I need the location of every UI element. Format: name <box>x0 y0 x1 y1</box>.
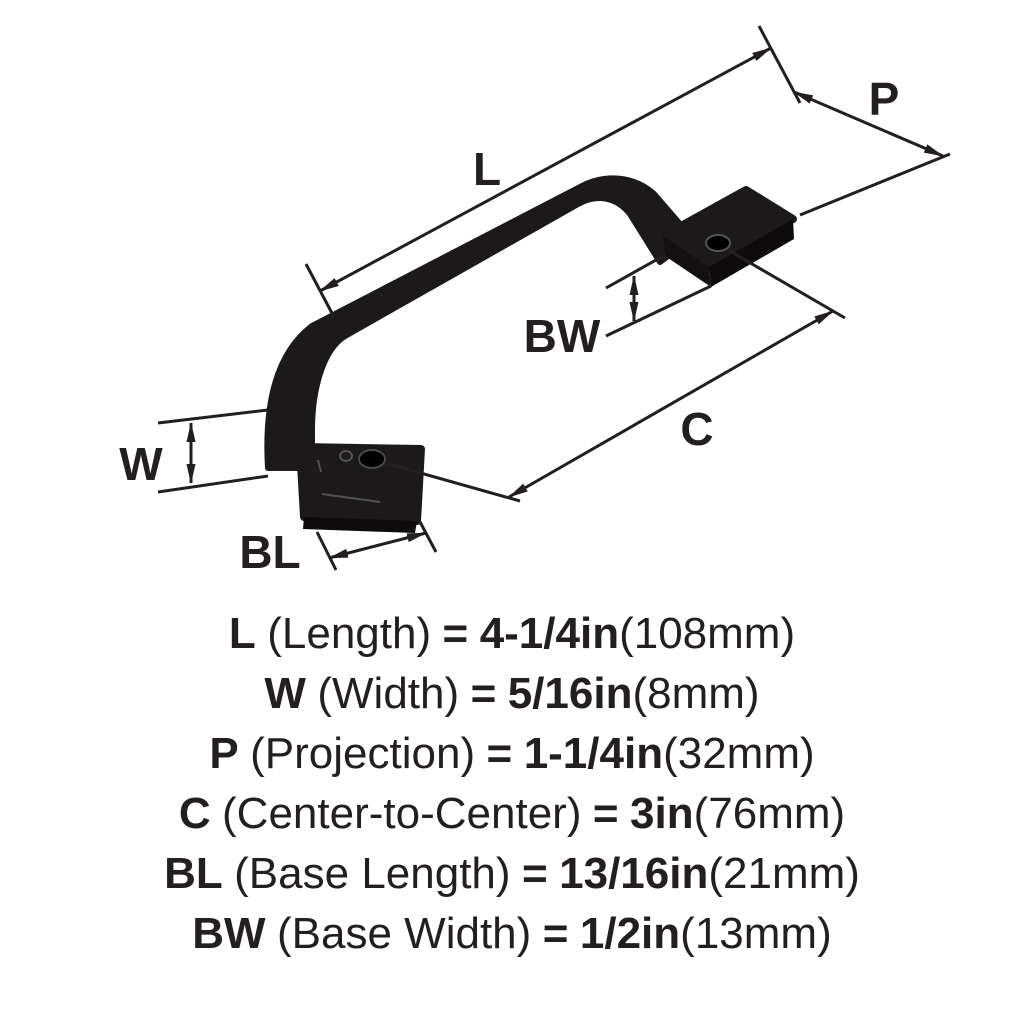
extension-line <box>605 284 712 338</box>
legend-row: BW(Base Width)=1/2in(13mm) <box>0 904 1024 964</box>
legend-metric: (13mm) <box>680 909 832 958</box>
extension-line <box>157 474 269 494</box>
dimension-C: C <box>384 248 846 503</box>
legend-abbr: L <box>228 609 256 658</box>
extension-line <box>727 248 846 320</box>
dimension-label-P: P <box>869 73 900 125</box>
legend-value: 4-1/4in <box>479 609 620 658</box>
legend-row: L(Length)=4-1/4in(108mm) <box>0 604 1024 664</box>
engraving-marks <box>317 450 381 503</box>
extension-line <box>799 152 951 217</box>
legend-value: 13/16in <box>559 849 709 898</box>
legend-abbr: BW <box>192 909 266 958</box>
dimension-BW: BW <box>524 253 712 362</box>
dimension-L: L <box>304 25 802 318</box>
handle-bar <box>264 175 695 471</box>
extension-line <box>417 519 438 553</box>
legend-value: 3in <box>630 789 694 838</box>
legend-equals: = <box>542 909 569 958</box>
legend-name: (Center-to-Center) <box>222 789 582 838</box>
dimension-W: W <box>119 408 269 494</box>
legend-name: (Width) <box>317 669 460 718</box>
legend-name: (Base Length) <box>234 849 511 898</box>
legend-equals: = <box>486 729 513 778</box>
left-foot-front <box>303 517 417 533</box>
legend-metric: (108mm) <box>619 609 796 658</box>
legend-value: 5/16in <box>507 669 633 718</box>
legend-metric: (21mm) <box>708 849 860 898</box>
extension-line <box>157 408 269 425</box>
legend-abbr: BL <box>164 849 223 898</box>
dimension-legend: L(Length)=4-1/4in(108mm) W(Width)=5/16in… <box>0 604 1024 964</box>
legend-name: (Projection) <box>250 729 476 778</box>
legend-metric: (8mm) <box>632 669 760 718</box>
left-screw-hole <box>358 449 386 469</box>
legend-abbr: C <box>178 789 211 838</box>
dimension-line-C <box>508 309 834 499</box>
legend-equals: = <box>442 609 469 658</box>
dimension-line-P <box>793 90 944 158</box>
legend-value: 1-1/4in <box>523 729 664 778</box>
dimension-P: P <box>793 73 951 217</box>
dimension-label-BL: BL <box>239 526 300 578</box>
extension-line <box>315 531 338 571</box>
extension-line <box>757 25 802 104</box>
dimension-line-L <box>319 46 772 293</box>
dimension-label-BW: BW <box>524 310 601 362</box>
dimension-label-C: C <box>680 403 713 455</box>
dimension-label-W: W <box>119 438 163 490</box>
handle-dimension-figure: L P BW C W <box>119 25 951 578</box>
legend-metric: (32mm) <box>663 729 815 778</box>
legend-row: C(Center-to-Center)=3in(76mm) <box>0 784 1024 844</box>
legend-row: P(Projection)=1-1/4in(32mm) <box>0 724 1024 784</box>
legend-equals: = <box>592 789 619 838</box>
extension-line <box>605 253 666 290</box>
extension-line <box>384 461 521 503</box>
legend-row: BL(Base Length)=13/16in(21mm) <box>0 844 1024 904</box>
legend-name: (Length) <box>267 609 432 658</box>
right-screw-hole <box>705 234 731 252</box>
dimension-BL: BL <box>239 519 438 578</box>
legend-abbr: W <box>264 669 306 718</box>
legend-metric: (76mm) <box>693 789 846 838</box>
legend-equals: = <box>470 669 497 718</box>
dimension-line-BL <box>328 531 427 560</box>
dimension-label-L: L <box>473 143 501 195</box>
legend-row: W(Width)=5/16in(8mm) <box>0 664 1024 724</box>
legend-name: (Base Width) <box>277 909 532 958</box>
legend-value: 1/2in <box>579 909 681 958</box>
legend-abbr: P <box>209 729 239 778</box>
legend-equals: = <box>522 849 548 898</box>
